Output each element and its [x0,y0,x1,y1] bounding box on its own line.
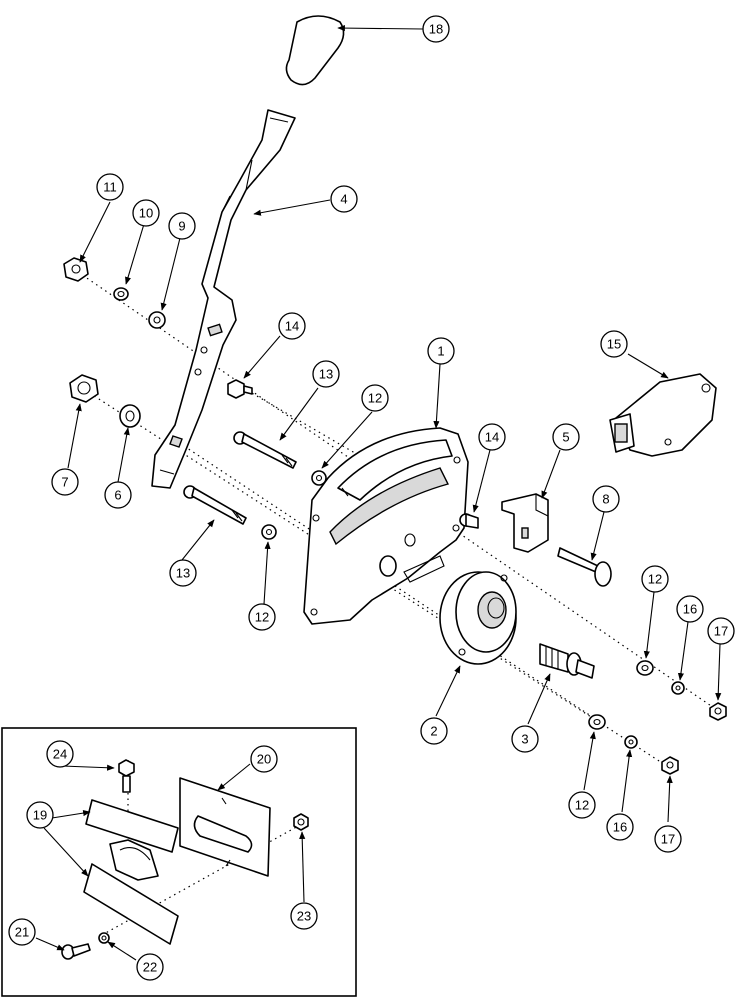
callout-5: 5 [552,423,580,451]
pin-8 [557,547,612,587]
stud-3 [539,643,595,679]
callout-21: 21 [8,918,36,946]
clamp-19 [83,799,179,945]
washer-12-d [588,714,606,730]
callout-label: 24 [53,747,67,762]
callout-label: 11 [103,180,117,195]
callout-label: 7 [61,475,68,490]
callout-label: 14 [285,319,299,334]
quadrant-plate [303,427,469,625]
callout-label: 23 [297,909,311,924]
callout-18: 18 [422,15,450,43]
callout-label: 18 [429,22,443,37]
callout-3: 3 [511,725,539,753]
callout-14-upper: 14 [278,312,306,340]
callout-label: 14 [485,430,499,445]
callout-label: 16 [683,602,697,617]
callout-17-lower: 17 [654,825,682,853]
bushing-14 [459,513,479,529]
callout-7: 7 [51,468,79,496]
friction-disc [439,571,517,665]
callout-label: 13 [176,566,190,581]
callout-label: 3 [521,732,528,747]
callout-label: 12 [575,798,589,813]
lever-knob [285,15,345,86]
callout-10: 10 [132,199,160,227]
washer-9 [148,311,166,329]
lockwasher-22 [98,932,110,944]
callout-1: 1 [427,337,455,365]
callout-11: 11 [96,173,124,201]
lockwasher-6 [119,404,141,428]
callout-label: 12 [368,391,382,406]
callout-label: 12 [648,572,662,587]
callout-label: 15 [607,337,621,352]
callout-19: 19 [26,801,54,829]
detent-bracket [501,493,549,553]
callout-12-d: 12 [568,791,596,819]
callout-2: 2 [420,717,448,745]
bolt-24 [118,759,135,793]
callout-label: 6 [114,488,121,503]
callout-13-lower: 13 [169,559,197,587]
washer-16-lower [624,735,638,749]
nut-17-upper [709,702,727,721]
callout-label: 17 [661,832,675,847]
callout-label: 17 [714,624,728,639]
bolt-14-upper [227,379,253,399]
callout-label: 22 [143,960,157,975]
screw-21 [61,943,91,960]
callout-13-upper: 13 [312,360,340,388]
callout-label: 1 [437,344,444,359]
callout-label: 16 [613,820,627,835]
callout-label: 5 [562,430,569,445]
bolt-13-lower [183,485,247,525]
cover-15 [609,373,717,457]
callout-label: 9 [178,219,185,234]
bolt-13-upper [233,431,297,469]
callout-label: 21 [15,925,29,940]
callout-16-upper: 16 [676,595,704,623]
callout-15: 15 [600,330,628,358]
callout-6: 6 [104,481,132,509]
callout-12-c: 12 [641,565,669,593]
callout-9: 9 [168,212,196,240]
washer-12-c [636,660,654,676]
washer-10 [113,287,129,301]
callout-17-upper: 17 [707,617,735,645]
callout-16-lower: 16 [606,813,634,841]
gasket-20 [179,777,271,877]
callout-label: 12 [255,610,269,625]
callouts: 18 4 11 10 9 14 7 6 13 12 13 12 1 14 5 8… [8,15,735,981]
nut-11 [63,257,89,282]
callout-label: 19 [33,808,47,823]
callout-label: 4 [340,192,347,207]
callout-14-lower: 14 [478,423,506,451]
nut-23 [293,813,309,831]
callout-8: 8 [592,485,620,513]
callout-label: 20 [257,752,271,767]
shift-lever [151,109,296,489]
callout-20: 20 [250,745,278,773]
callout-label: 8 [602,492,609,507]
callout-4: 4 [330,185,358,213]
callout-label: 13 [319,367,333,382]
leader-lines [35,25,722,961]
callout-label: 2 [430,724,437,739]
washer-12-a [311,470,327,486]
callout-24: 24 [46,740,74,768]
callout-label: 10 [139,206,153,221]
nut-7 [69,374,99,403]
callout-12-b: 12 [248,603,276,631]
inset-frame [1,727,357,997]
washer-12-b [261,524,277,540]
nut-17-lower [661,756,679,775]
callout-12-a: 12 [361,384,389,412]
callout-23: 23 [290,902,318,930]
washer-16-upper [671,681,685,695]
callout-22: 22 [136,953,164,981]
